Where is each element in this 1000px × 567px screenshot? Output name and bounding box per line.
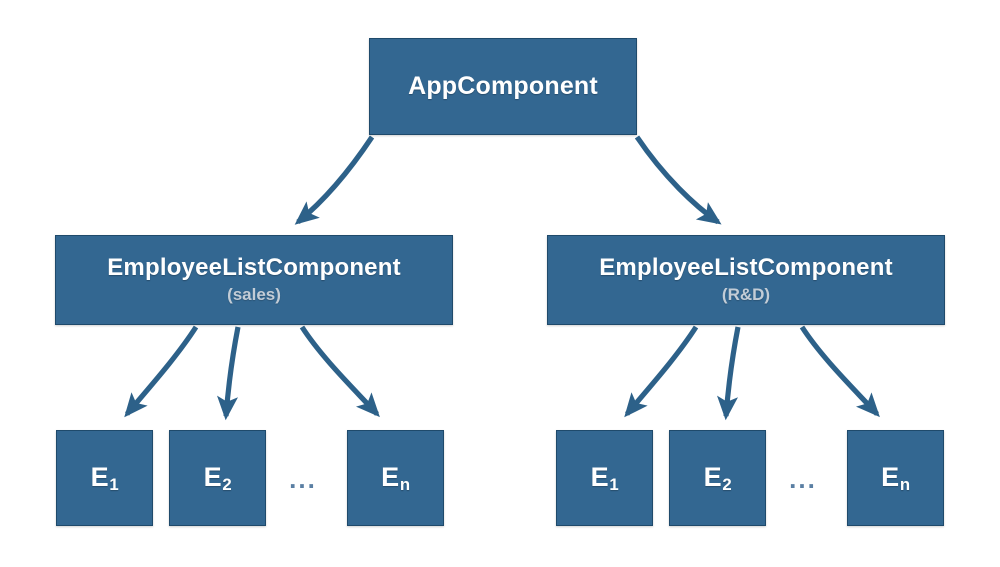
node-app-component[interactable]: AppComponent <box>369 38 637 135</box>
node-employee-list-sales-label: EmployeeListComponent <box>107 254 401 282</box>
edge-sales-to-leaf-2 <box>217 326 241 421</box>
node-employee-list-rnd-label: EmployeeListComponent <box>599 254 893 282</box>
employee-base-letter: E <box>90 462 109 493</box>
node-employee-list-rnd[interactable]: EmployeeListComponent (R&D) <box>547 235 945 325</box>
employee-base-letter: E <box>703 462 722 493</box>
edge-sales-to-leaf-3 <box>299 325 380 418</box>
employee-base-letter: E <box>203 462 222 493</box>
node-employee-rnd-1[interactable]: E1 <box>556 430 653 526</box>
node-employee-sales-2[interactable]: E2 <box>169 430 266 526</box>
node-employee-sales-1[interactable]: E1 <box>56 430 153 526</box>
employee-base-letter: E <box>381 462 400 493</box>
node-employee-rnd-2[interactable]: E2 <box>669 430 766 526</box>
node-employee-rnd-2-label: E2 <box>703 462 732 494</box>
employee-index: 1 <box>609 474 619 494</box>
edge-rnd-to-leaf-2 <box>717 326 741 421</box>
node-employee-list-rnd-sublabel: (R&D) <box>721 284 771 304</box>
edge-root-to-rnd <box>634 135 722 225</box>
node-employee-rnd-n-label: En <box>881 462 911 494</box>
node-employee-sales-n-label: En <box>381 462 411 494</box>
ellipsis-rnd: ... <box>789 464 817 494</box>
node-employee-sales-2-label: E2 <box>203 462 232 494</box>
employee-base-letter: E <box>590 462 609 493</box>
employee-index: 2 <box>222 474 232 494</box>
employee-index: 2 <box>722 474 732 494</box>
node-employee-list-sales[interactable]: EmployeeListComponent (sales) <box>55 235 453 325</box>
node-employee-sales-n[interactable]: En <box>347 430 444 526</box>
node-employee-list-sales-sublabel: (sales) <box>227 284 281 304</box>
edge-rnd-to-leaf-3 <box>799 325 880 418</box>
employee-index: n <box>399 474 411 494</box>
edge-root-to-sales <box>294 135 375 225</box>
node-employee-rnd-n[interactable]: En <box>847 430 944 526</box>
node-employee-sales-1-label: E1 <box>90 462 119 494</box>
edge-rnd-to-leaf-1 <box>624 325 699 418</box>
node-employee-rnd-1-label: E1 <box>590 462 619 494</box>
node-app-component-label: AppComponent <box>408 71 598 100</box>
ellipsis-sales: ... <box>289 464 317 494</box>
employee-base-letter: E <box>881 462 900 493</box>
employee-index: n <box>899 474 911 494</box>
employee-index: 1 <box>109 474 119 494</box>
edge-sales-to-leaf-1 <box>124 325 199 418</box>
